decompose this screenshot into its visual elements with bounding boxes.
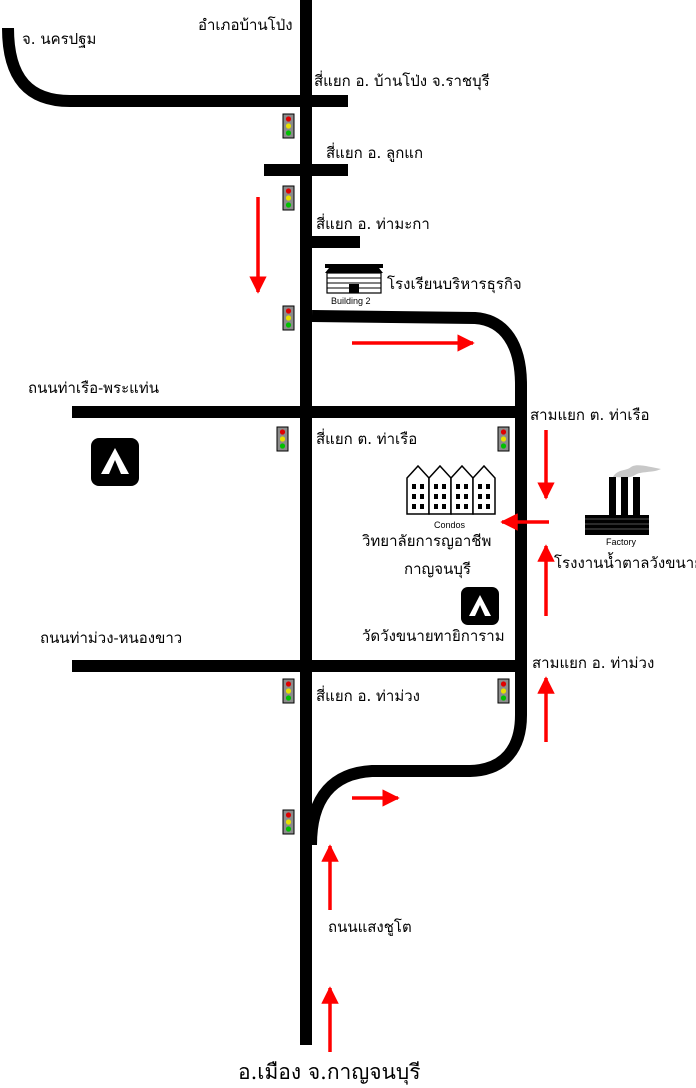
label-nakhon-pathom: จ. นครปฐม [22,30,96,48]
label-junction-thamuang-4way: สี่แยก อ. ท่าม่วง [316,685,420,705]
traffic-light-icon [497,426,510,452]
traffic-signals [276,113,510,835]
label-temple: วัดวังขนายทายิการาม [362,627,505,645]
factory-icon [585,465,661,535]
condos-icon [406,464,496,515]
label-north-district: อำเภอบ้านโป่ง [198,16,293,34]
traffic-light-icon [497,678,510,704]
label-college-line1: วิทยาลัยการญอาชีพ [361,532,491,550]
label-road-saengchuto: ถนนแสงชูโต [328,918,412,936]
label-junction-thamaka: สี่แยก อ. ท่ามะกา [316,213,430,233]
label-junction-banpong: สี่แยก อ. บ้านโป่ง จ.ราชบุรี [314,70,490,91]
school-building-icon [325,264,383,294]
traffic-light-icon [282,113,295,139]
label-business-school: โรงเรียนบริหารธุรกิจ [387,275,522,294]
building2-caption: Building 2 [331,296,371,306]
condos-caption: Condos [434,520,466,530]
traffic-light-icon [282,305,295,331]
direction-arrows [249,197,555,1052]
traffic-light-icon [276,426,289,452]
temple-icon [91,438,139,486]
label-college-line2: กาญจนบุรี [404,560,471,579]
label-junction-thamuang-3way: สามแยก อ. ท่าม่วง [532,654,654,672]
factory-caption: Factory [606,537,637,547]
road-network [2,0,527,1045]
label-junction-lukkae: สี่แยก อ. ลูกแก [326,142,423,162]
traffic-light-icon [282,809,295,835]
place-labels: อำเภอบ้านโป่ง จ. นครปฐม สี่แยก อ. บ้านโป… [22,16,696,1085]
label-sugar-factory: โรงงานน้ำตาลวังขนาย [554,552,696,572]
traffic-light-icon [282,678,295,704]
label-south-district: อ.เมือง จ.กาญจนบุรี [238,1060,421,1085]
temple-icon [461,587,499,625]
bypass-road-saengchuto [305,310,527,846]
label-junction-tharuea-4way: สี่แยก ต. ท่าเรือ [316,428,417,448]
road-to-nakhon-pathom [2,27,348,107]
label-road-tharuea-phrathaen: ถนนท่าเรือ-พระแท่น [28,379,159,397]
traffic-light-icon [282,185,295,211]
label-road-thamuang-nongkhao: ถนนท่าม่วง-หนองขาว [40,629,182,647]
label-junction-tharuea-3way: สามแยก ต. ท่าเรือ [530,406,650,424]
